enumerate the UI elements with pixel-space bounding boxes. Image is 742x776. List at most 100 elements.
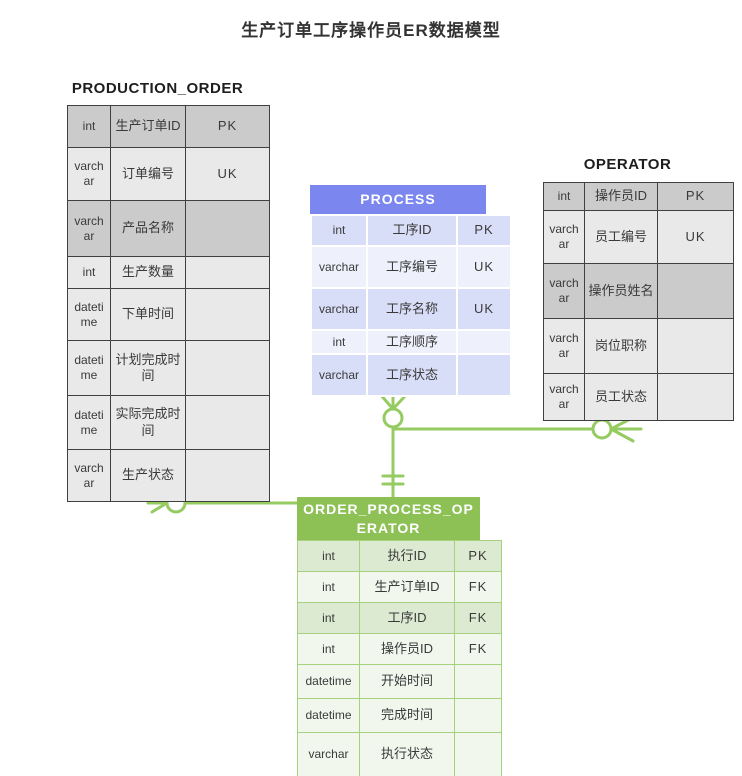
attribute-key-cell [657,318,734,374]
attribute-key-cell [185,340,270,396]
attribute-key-cell: UK [456,287,512,331]
attribute-name-cell: 执行ID [359,540,455,572]
attribute-name-cell: 生产订单ID [359,571,455,603]
attribute-name-cell: 岗位职称 [584,318,658,374]
attribute-key-cell [185,256,270,289]
attribute-type-cell: int [310,329,368,355]
attribute-name-cell: 计划完成时间 [110,340,186,396]
attribute-name-cell: 工序编号 [366,245,458,289]
attribute-key-cell [185,395,270,450]
table-label-operator: OPERATOR [583,156,672,173]
attribute-name-cell: 生产状态 [110,449,186,502]
attribute-name-cell: 执行状态 [359,732,455,776]
attribute-type-cell: int [67,256,111,289]
attribute-type-cell: varchar [543,318,585,374]
attribute-key-cell [185,200,270,257]
entity-header: PROCESS [310,185,486,214]
attribute-key-cell [185,288,270,341]
attribute-type-cell: int [297,571,360,603]
attribute-key-cell [657,373,734,421]
attribute-name-cell: 开始时间 [359,664,455,699]
attribute-key-cell [454,698,502,733]
attribute-key-cell: FK [454,602,502,634]
attribute-key-cell: PK [657,182,734,211]
attribute-name-cell: 工序名称 [366,287,458,331]
entity-header: ORDER_PROCESS_OPERATOR [297,497,480,540]
attribute-key-cell [185,449,270,502]
attribute-name-cell: 工序ID [366,214,458,247]
diagram-title: 生产订单工序操作员ER数据模型 [241,21,501,40]
attribute-type-cell: datetime [297,698,360,733]
attribute-type-cell: varchar [543,210,585,264]
attribute-name-cell: 产品名称 [110,200,186,257]
attribute-name-cell: 员工状态 [584,373,658,421]
attribute-type-cell: varchar [67,449,111,502]
attribute-key-cell [456,353,512,397]
attribute-type-cell: datetime [67,288,111,341]
attribute-type-cell: datetime [67,395,111,450]
attribute-name-cell: 操作员ID [359,633,455,665]
attribute-name-cell: 实际完成时间 [110,395,186,450]
attribute-key-cell: FK [454,571,502,603]
attribute-type-cell: int [297,602,360,634]
attribute-type-cell: datetime [297,664,360,699]
attribute-type-cell: int [310,214,368,247]
attribute-type-cell: varchar [297,732,360,776]
attribute-key-cell: PK [454,540,502,572]
attribute-type-cell: datetime [67,340,111,396]
attribute-type-cell: int [543,182,585,211]
attribute-name-cell: 完成时间 [359,698,455,733]
attribute-key-cell [456,329,512,355]
attribute-name-cell: 工序状态 [366,353,458,397]
attribute-name-cell: 操作员ID [584,182,658,211]
attribute-type-cell: varchar [310,287,368,331]
attribute-type-cell: varchar [67,200,111,257]
attribute-type-cell: varchar [543,263,585,319]
attribute-key-cell: UK [185,147,270,201]
attribute-type-cell: int [67,105,111,148]
attribute-name-cell: 工序ID [359,602,455,634]
attribute-name-cell: 工序顺序 [366,329,458,355]
attribute-type-cell: varchar [310,245,368,289]
attribute-name-cell: 订单编号 [110,147,186,201]
attribute-key-cell: FK [454,633,502,665]
attribute-type-cell: int [297,633,360,665]
attribute-key-cell [454,732,502,776]
attribute-key-cell: UK [456,245,512,289]
attribute-key-cell [657,263,734,319]
zero-circle-icon [382,407,404,429]
attribute-type-cell: varchar [67,147,111,201]
attribute-key-cell [454,664,502,699]
attribute-key-cell: PK [456,214,512,247]
relationship-process-opo [378,392,409,499]
